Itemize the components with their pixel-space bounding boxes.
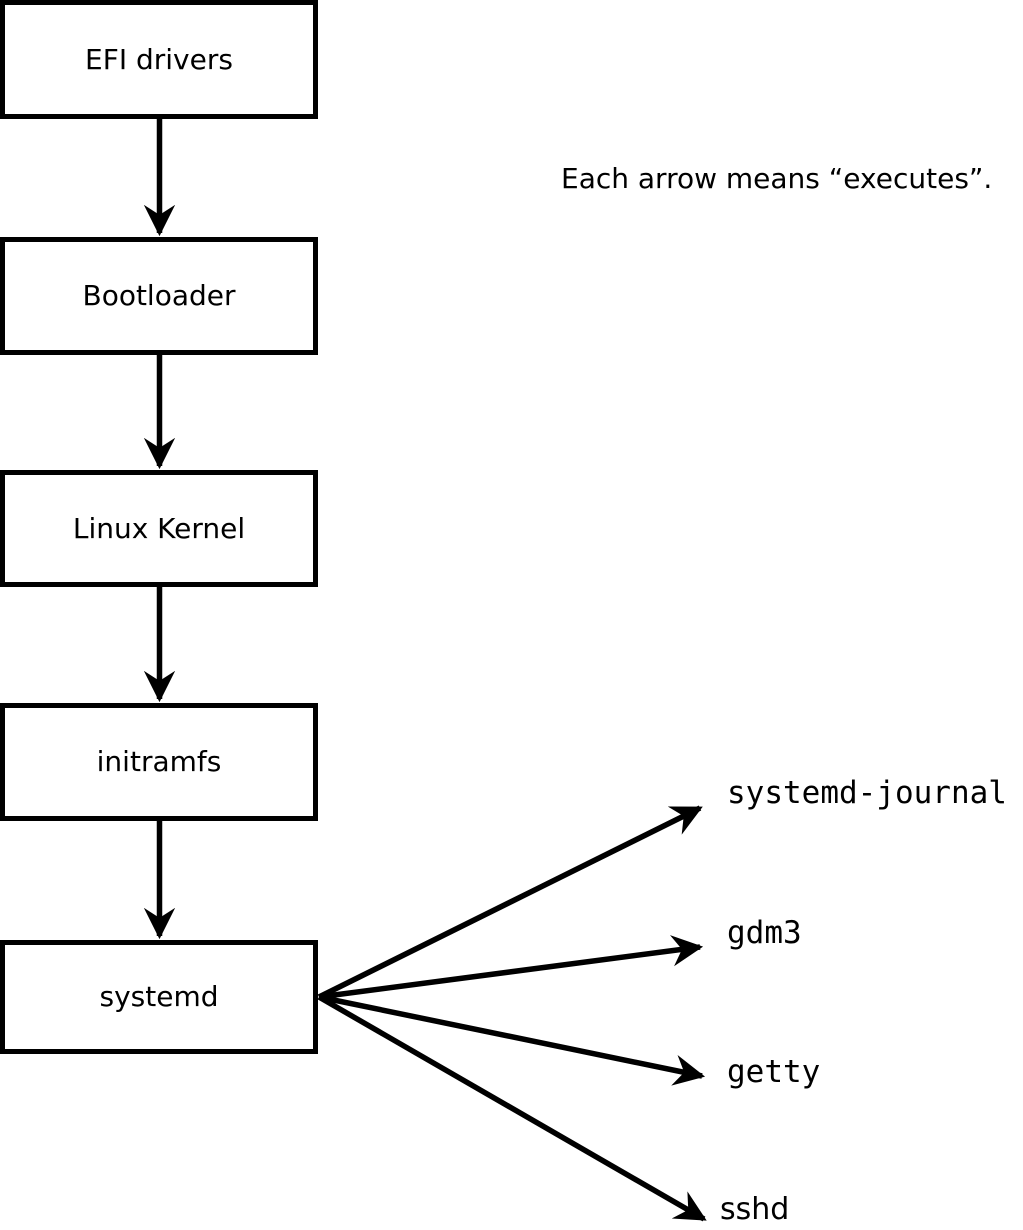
arrow-meaning-note: Each arrow means “executes”.	[561, 162, 993, 195]
box-systemd: systemd	[0, 940, 318, 1054]
box-bootloader: Bootloader	[0, 237, 318, 355]
arrow-systemd-to-journal	[317, 805, 703, 1000]
box-bootloader-label: Bootloader	[82, 279, 236, 312]
label-sshd: sshd	[720, 1192, 790, 1227]
label-systemd-journal: systemd-journal	[727, 775, 1007, 811]
arrow-systemd-to-sshd	[317, 994, 707, 1222]
label-gdm3: gdm3	[727, 915, 802, 951]
label-getty: getty	[727, 1054, 821, 1090]
box-efi-drivers-label: EFI drivers	[85, 42, 233, 76]
box-efi-drivers: EFI drivers	[0, 0, 318, 119]
box-initramfs-label: initramfs	[96, 745, 222, 778]
arrow-systemd-to-gdm3	[318, 935, 704, 1000]
box-initramfs: initramfs	[0, 703, 318, 821]
box-systemd-label: systemd	[99, 980, 219, 1013]
box-linux-kernel-label: Linux Kernel	[72, 511, 246, 545]
box-linux-kernel: Linux Kernel	[0, 470, 318, 587]
arrow-systemd-to-getty	[318, 994, 706, 1086]
